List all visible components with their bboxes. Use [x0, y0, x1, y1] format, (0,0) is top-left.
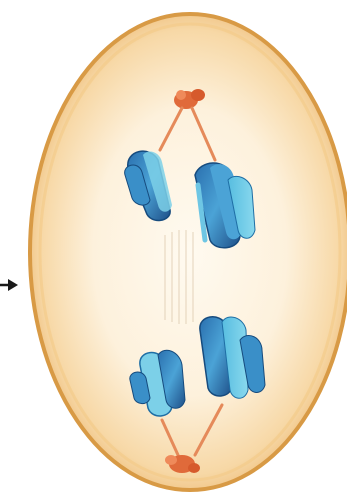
pointer-arrow-icon [0, 279, 18, 291]
cell-membrane [30, 14, 347, 490]
